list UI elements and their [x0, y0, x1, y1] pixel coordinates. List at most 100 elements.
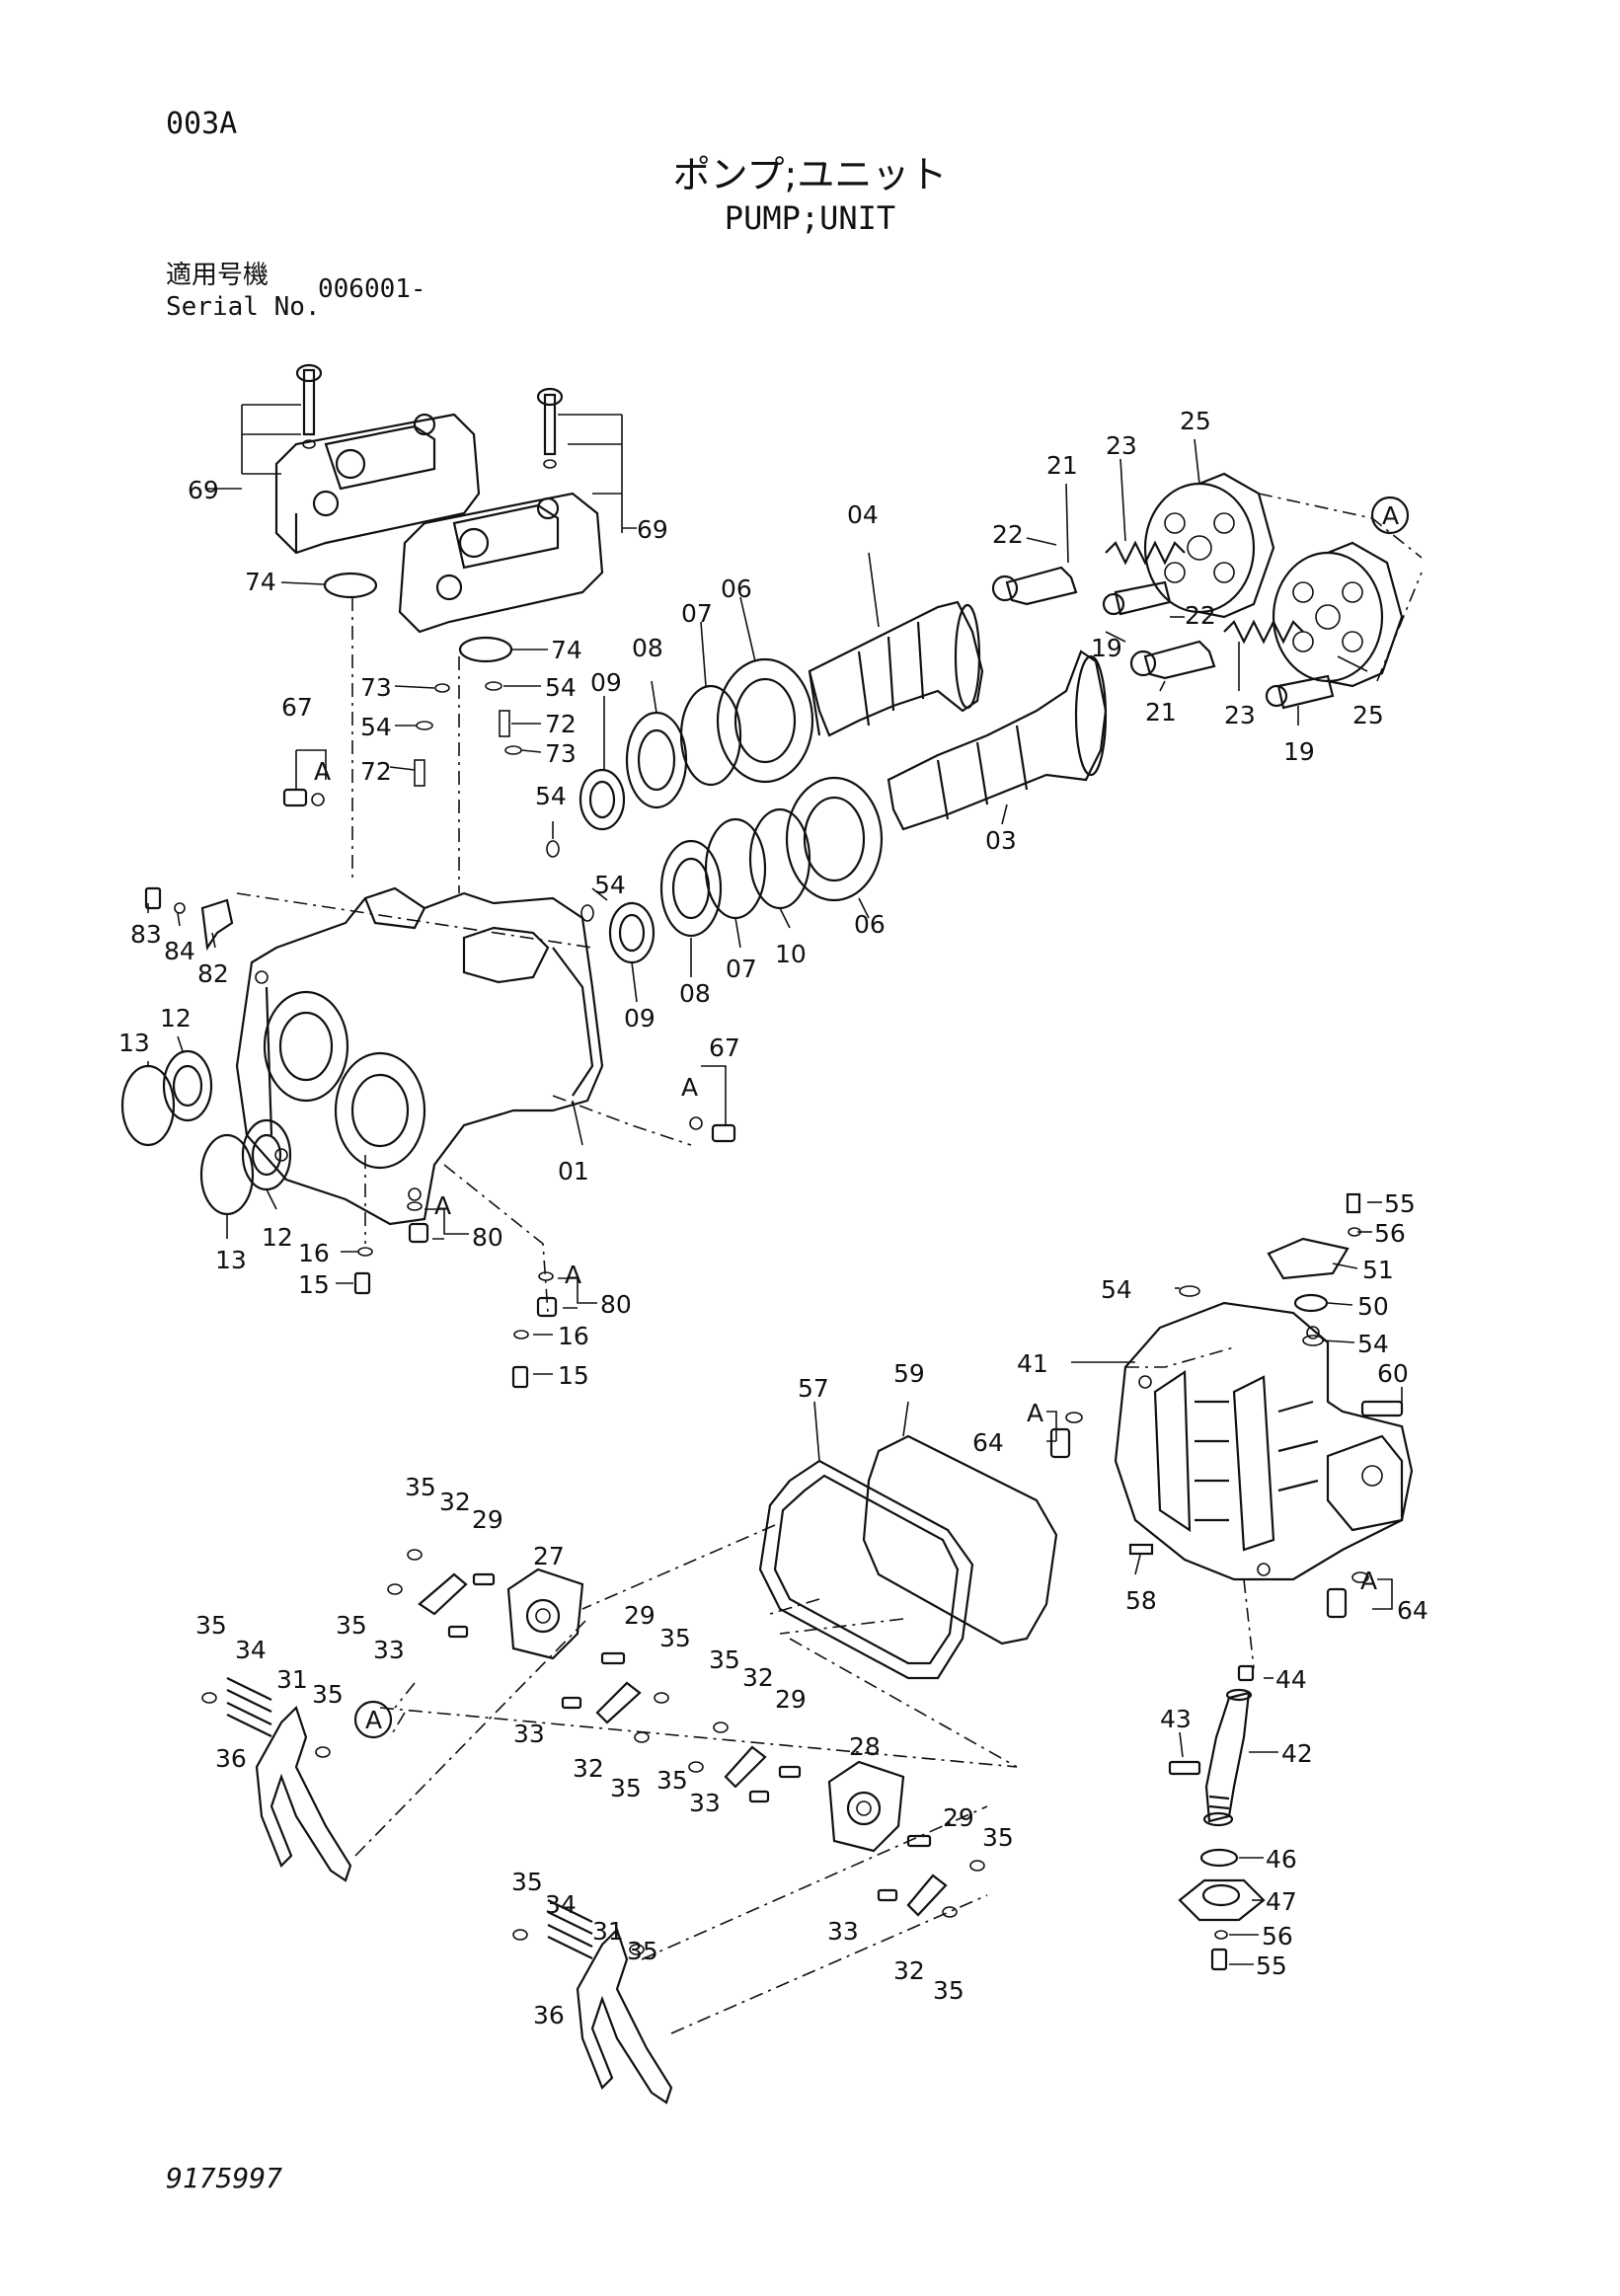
- seal-12-13: [120, 1049, 292, 1216]
- callout-57: 57: [798, 1374, 829, 1403]
- callout-21: 21: [1145, 698, 1177, 727]
- callout-29: 29: [472, 1505, 503, 1534]
- bolt-83-84-bracket-82: [144, 886, 234, 952]
- arm-32-mid: [595, 1681, 642, 1724]
- piston-19-upper: [1114, 580, 1172, 616]
- callout-34: 34: [545, 1890, 577, 1919]
- bolt-55-bottom: [1210, 1948, 1228, 1971]
- spring-23-lower: [1223, 619, 1304, 645]
- pump-casing: [235, 886, 604, 1226]
- ref-a: A: [434, 1191, 451, 1220]
- callout-56: 56: [1262, 1922, 1293, 1951]
- callout-35: 35: [659, 1624, 691, 1652]
- callout-09: 09: [624, 1004, 656, 1033]
- callout-72: 72: [360, 757, 392, 786]
- callout-35: 35: [982, 1823, 1014, 1852]
- callout-35: 35: [709, 1645, 740, 1674]
- piston-19-lower: [1276, 674, 1335, 710]
- callout-01: 01: [558, 1157, 589, 1186]
- callout-51: 51: [1362, 1256, 1394, 1284]
- callout-64: 64: [1397, 1596, 1428, 1625]
- callout-46: 46: [1266, 1845, 1297, 1874]
- arm-32-lower-a: [724, 1745, 767, 1789]
- callout-19: 19: [1283, 737, 1315, 766]
- callout-36: 36: [533, 2001, 565, 2029]
- callout-19: 19: [1091, 634, 1122, 662]
- callout-23: 23: [1224, 701, 1256, 729]
- ref-a: A: [565, 1261, 581, 1289]
- callout-32: 32: [742, 1663, 774, 1692]
- page-code: 003A: [166, 107, 238, 141]
- callout-83: 83: [130, 920, 162, 949]
- sensor-64-lower: [1326, 1571, 1369, 1619]
- arm-32-upper: [418, 1572, 468, 1616]
- callout-69: 69: [188, 476, 219, 504]
- valve-plate-28: [827, 1760, 905, 1853]
- serial-label-english: Serial No.: [166, 292, 321, 322]
- callout-10: 10: [775, 940, 807, 968]
- callout-33: 33: [373, 1636, 405, 1664]
- fork-31-left: [226, 1677, 352, 1882]
- bolt-43: [1168, 1760, 1201, 1776]
- callout-29: 29: [624, 1601, 656, 1630]
- callout-84: 84: [164, 937, 195, 965]
- callout-15: 15: [558, 1361, 589, 1390]
- bolt-60: [1360, 1400, 1404, 1417]
- sensor-64-upper: [1049, 1412, 1083, 1459]
- callout-55: 55: [1384, 1189, 1416, 1218]
- callout-80: 80: [600, 1290, 632, 1319]
- callout-44: 44: [1275, 1665, 1307, 1694]
- callout-33: 33: [689, 1789, 721, 1817]
- pin-58: [1128, 1543, 1154, 1556]
- gasket-59: [862, 1434, 1058, 1645]
- callout-59: 59: [893, 1359, 925, 1388]
- callout-42: 42: [1281, 1739, 1313, 1768]
- callout-09: 09: [590, 668, 622, 697]
- callout-54: 54: [545, 673, 577, 702]
- callout-31: 31: [592, 1917, 624, 1946]
- callout-labels: 69 69 74 74 73 54 72 54 72 73 67 A 54 54…: [118, 407, 1428, 2029]
- callout-04: 04: [847, 500, 879, 529]
- callout-54: 54: [535, 782, 567, 810]
- ref-circle-a-lower: A: [353, 1700, 393, 1739]
- callout-07: 07: [726, 955, 757, 983]
- callout-74: 74: [551, 636, 582, 664]
- callout-60: 60: [1377, 1359, 1409, 1388]
- callout-32: 32: [573, 1754, 604, 1783]
- callout-15: 15: [298, 1270, 330, 1299]
- callout-67: 67: [709, 1033, 740, 1062]
- ref-a: A: [314, 757, 331, 786]
- callout-07: 07: [681, 599, 713, 628]
- callout-34: 34: [235, 1636, 267, 1664]
- fork-31-right: [547, 1899, 673, 2105]
- callout-22: 22: [1185, 601, 1216, 630]
- drive-shaft-03: [887, 650, 1108, 831]
- callout-74: 74: [245, 568, 276, 596]
- plugs-80-15-16: [353, 1201, 558, 1389]
- callout-67: 67: [281, 693, 313, 722]
- callout-82: 82: [197, 959, 229, 988]
- callout-08: 08: [679, 979, 711, 1008]
- piston-21-upper: [1005, 566, 1078, 606]
- callout-56: 56: [1374, 1219, 1406, 1248]
- callout-32: 32: [893, 1956, 925, 1985]
- callout-25: 25: [1180, 407, 1211, 435]
- callout-54: 54: [1101, 1275, 1132, 1304]
- title-english: PUMP;UNIT: [724, 199, 896, 237]
- callout-13: 13: [118, 1029, 150, 1057]
- callout-58: 58: [1125, 1586, 1157, 1615]
- leader-lines: [147, 404, 1403, 1965]
- callout-35: 35: [312, 1680, 344, 1709]
- callout-22: 22: [992, 520, 1024, 549]
- callout-73: 73: [545, 739, 577, 768]
- ref-a: A: [1360, 1567, 1377, 1595]
- regulator-upper-left: [274, 363, 481, 555]
- callout-16: 16: [558, 1322, 589, 1350]
- callout-33: 33: [513, 1720, 545, 1748]
- callout-35: 35: [627, 1937, 658, 1965]
- o-ring-74-right: [458, 636, 513, 663]
- callout-50: 50: [1357, 1292, 1389, 1321]
- document-number: 9175997: [166, 2162, 283, 2194]
- callout-80: 80: [472, 1223, 503, 1252]
